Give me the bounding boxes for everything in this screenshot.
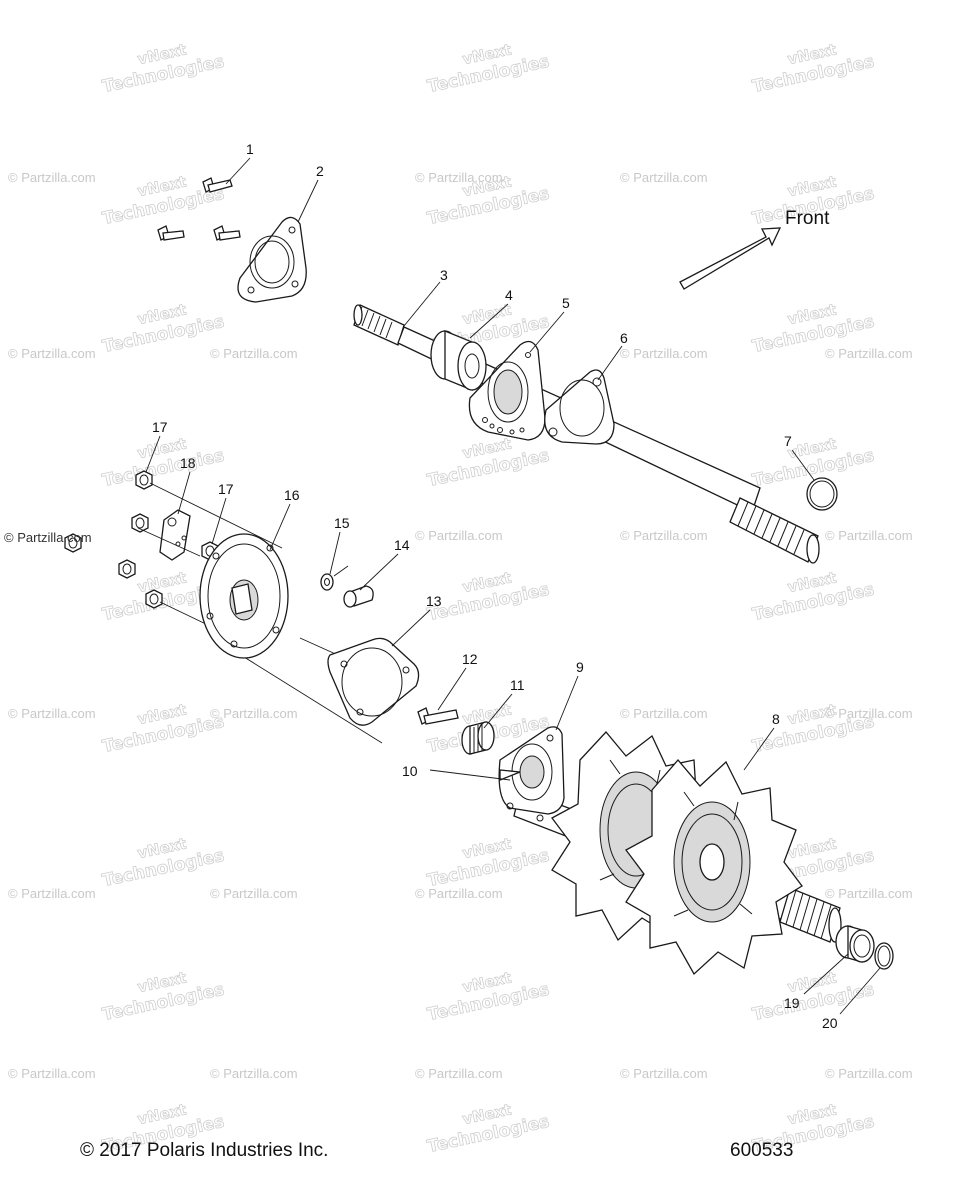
nut-icon <box>64 533 82 553</box>
callout-6: 6 <box>620 330 628 346</box>
bolt-icon <box>213 225 241 241</box>
nut-icon <box>118 559 136 579</box>
partzilla-watermark: © Partzilla.com <box>8 706 96 721</box>
part-7-o-ring <box>806 477 838 511</box>
callout-8: 8 <box>772 711 780 727</box>
partzilla-watermark: © Partzilla.com <box>620 1066 708 1081</box>
partzilla-watermark: © Partzilla.com <box>620 706 708 721</box>
callout-2: 2 <box>316 163 324 179</box>
callout-13: 13 <box>426 593 442 609</box>
part-12-bolt <box>417 707 459 725</box>
partzilla-watermarks: © Partzilla.com © Partzilla.com © Partzi… <box>8 170 913 1081</box>
vnext-watermark: vNext Technologies <box>750 700 876 758</box>
callout-7: 7 <box>784 433 792 449</box>
part-15-washer <box>320 565 349 591</box>
part-11-needle-bearing <box>461 721 495 755</box>
bolt-icon <box>202 177 233 193</box>
callout-labels: 1 2 3 4 5 6 7 8 9 10 11 12 13 14 15 16 1… <box>152 141 838 1031</box>
front-direction-indicator: Front <box>679 208 830 290</box>
partzilla-watermark: © Partzilla.com <box>8 346 96 361</box>
callout-15: 15 <box>334 515 350 531</box>
part-17-nuts <box>64 470 219 609</box>
callout-11: 11 <box>510 677 525 693</box>
partzilla-watermark: © Partzilla.com <box>415 886 503 901</box>
part-16-hub-flange <box>199 533 289 659</box>
callout-14: 14 <box>394 537 410 553</box>
part-13-gasket-plate <box>327 637 420 726</box>
vnext-watermark: vNext Technologies <box>425 40 551 98</box>
part-4-bearing <box>430 330 487 391</box>
vnext-watermark: vNext Technologies <box>100 300 226 358</box>
part-6-gasket <box>544 369 615 445</box>
partzilla-watermark: © Partzilla.com <box>8 886 96 901</box>
bolt-icon <box>157 225 185 241</box>
callout-9: 9 <box>576 659 584 675</box>
nut-icon <box>131 513 149 533</box>
partzilla-watermark: © Partzilla.com <box>825 1066 913 1081</box>
partzilla-watermark: © Partzilla.com <box>210 1066 298 1081</box>
nut-icon <box>145 589 163 609</box>
callout-5: 5 <box>562 295 570 311</box>
vnext-watermark: vNext Technologies <box>750 968 876 1026</box>
partzilla-watermark: © Partzilla.com <box>620 346 708 361</box>
callout-17-mid: 17 <box>218 481 234 497</box>
vnext-watermark: vNext Technologies <box>425 1100 551 1158</box>
partzilla-watermark: © Partzilla.com <box>210 886 298 901</box>
callout-19: 19 <box>784 995 800 1011</box>
part-2-bearing-flange <box>237 216 307 303</box>
part-19-bearing-race <box>835 925 875 963</box>
callout-3: 3 <box>440 267 448 283</box>
vnext-watermark: vNext Technologies <box>750 40 876 98</box>
partzilla-watermark: © Partzilla.com <box>210 346 298 361</box>
vnext-watermark: vNext Technologies <box>100 172 226 230</box>
part-18-bracket <box>159 509 191 561</box>
front-label: Front <box>785 208 830 229</box>
partzilla-watermark: © Partzilla.com <box>620 528 708 543</box>
callout-20: 20 <box>822 1015 838 1031</box>
partzilla-watermark: © Partzilla.com <box>415 528 503 543</box>
partzilla-watermark: © Partzilla.com <box>8 1066 96 1081</box>
assembly-axis-lines <box>137 482 383 744</box>
part-8-drive-shaft-sprockets <box>513 731 842 976</box>
part-1-bolts <box>157 177 241 241</box>
vnext-watermark: vNext Technologies <box>425 834 551 892</box>
partzilla-watermark: © Partzilla.com <box>210 706 298 721</box>
front-arrow-icon <box>679 227 782 290</box>
vnext-watermark: vNext Technologies <box>425 968 551 1026</box>
vnext-watermark: vNext Technologies <box>750 434 876 492</box>
copyright-text: © 2017 Polaris Industries Inc. <box>80 1140 328 1161</box>
part-9-10-bearing-flange <box>498 726 565 822</box>
callout-12: 12 <box>462 651 478 667</box>
vnext-watermark: vNext Technologies <box>100 968 226 1026</box>
nut-icon <box>135 470 153 490</box>
vnext-watermark: vNext Technologies <box>100 834 226 892</box>
partzilla-watermark: © Partzilla.com <box>8 170 96 185</box>
vnext-watermark: vNext Technologies <box>100 40 226 98</box>
partzilla-watermark: © Partzilla.com <box>825 886 913 901</box>
callout-1: 1 <box>246 141 254 157</box>
partzilla-watermark: © Partzilla.com <box>825 346 913 361</box>
partzilla-watermark: © Partzilla.com <box>620 170 708 185</box>
partzilla-watermark: © Partzilla.com <box>415 170 503 185</box>
callout-10: 10 <box>402 763 418 779</box>
leader-lines <box>145 157 881 1015</box>
vnext-watermark: vNext Technologies <box>750 568 876 626</box>
partzilla-watermark: © Partzilla.com <box>4 530 92 545</box>
partzilla-watermark: © Partzilla.com <box>415 1066 503 1081</box>
part-14-plug <box>343 585 374 608</box>
part-20-snap-ring <box>874 942 894 970</box>
callout-17-top: 17 <box>152 419 168 435</box>
diagram-number: 600533 <box>730 1140 793 1161</box>
vnext-watermark: vNext Technologies <box>100 700 226 758</box>
callout-4: 4 <box>505 287 513 303</box>
partzilla-watermark: © Partzilla.com <box>825 706 913 721</box>
vnext-watermark: vNext Technologies <box>100 434 226 492</box>
part-5-flange-plate <box>468 340 546 441</box>
callout-16: 16 <box>284 487 300 503</box>
callout-18: 18 <box>180 455 196 471</box>
partzilla-watermark: © Partzilla.com <box>825 528 913 543</box>
